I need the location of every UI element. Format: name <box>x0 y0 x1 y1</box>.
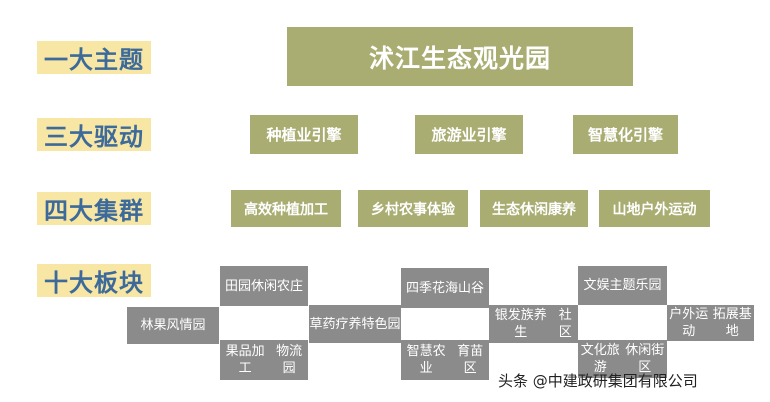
level-label-drivers: 三大驱动 <box>37 118 151 151</box>
block-line2: 休闲街区 <box>625 343 665 375</box>
block-herbal-therapy: 草药疗养 特色园 <box>309 305 401 343</box>
block-outdoor-base: 户外运动 拓展基地 <box>667 305 754 341</box>
block-senior-community: 银发族养生 社区 <box>489 305 578 343</box>
block-entertainment-park: 文娱主题 乐园 <box>578 266 667 305</box>
block-pastoral-farmhouse: 田园休闲 农庄 <box>220 266 308 306</box>
cluster-planting-processing: 高效种植加工 <box>231 190 341 227</box>
cluster-mountain-outdoor: 山地户外运动 <box>599 190 710 227</box>
block-line1: 四季花海 <box>405 280 458 296</box>
block-line2: 山谷 <box>458 280 485 296</box>
block-line2: 物流园 <box>276 344 303 376</box>
level-label-clusters: 四大集群 <box>37 192 151 225</box>
driver-planting: 种植业引擎 <box>250 115 358 154</box>
block-line1: 文娱主题 <box>583 278 636 293</box>
level-label-theme: 一大主题 <box>37 41 151 74</box>
block-line2: 社区 <box>558 308 572 340</box>
block-line2: 特色园 <box>361 316 401 332</box>
block-forest-fruit: 林果风情园 <box>127 307 219 344</box>
block-line2: 农庄 <box>277 278 304 294</box>
driver-tourism: 旅游业引擎 <box>415 115 523 154</box>
block-culture-street: 文化旅游 休闲街区 <box>578 340 667 378</box>
block-line2: 拓展基地 <box>712 307 752 339</box>
block-line1: 银发族养生 <box>494 308 547 340</box>
driver-smart: 智慧化引擎 <box>573 115 678 154</box>
block-fruit-logistics: 果品加工 物流园 <box>220 340 308 380</box>
block-line1: 果品加工 <box>225 344 265 376</box>
block-line2: 育苗区 <box>457 344 484 376</box>
block-line2: 乐园 <box>635 278 662 293</box>
block-flower-valley: 四季花海 山谷 <box>401 268 489 308</box>
cluster-eco-wellness: 生态休闲康养 <box>480 190 588 227</box>
watermark: 头条 @中建政研集团有限公司 <box>498 372 698 390</box>
block-line1: 文化旅游 <box>580 343 620 375</box>
cluster-rural-farming: 乡村农事体验 <box>358 190 468 227</box>
block-line1: 田园休闲 <box>224 278 277 294</box>
theme-box: 沭江生态观光园 <box>287 27 633 86</box>
block-line1: 林果风情园 <box>140 318 206 333</box>
level-label-blocks: 十大板块 <box>37 264 151 297</box>
block-line1: 户外运动 <box>669 307 709 339</box>
block-line1: 草药疗养 <box>309 316 362 332</box>
block-smart-nursery: 智慧农业 育苗区 <box>401 340 489 380</box>
block-line1: 智慧农业 <box>406 344 446 376</box>
